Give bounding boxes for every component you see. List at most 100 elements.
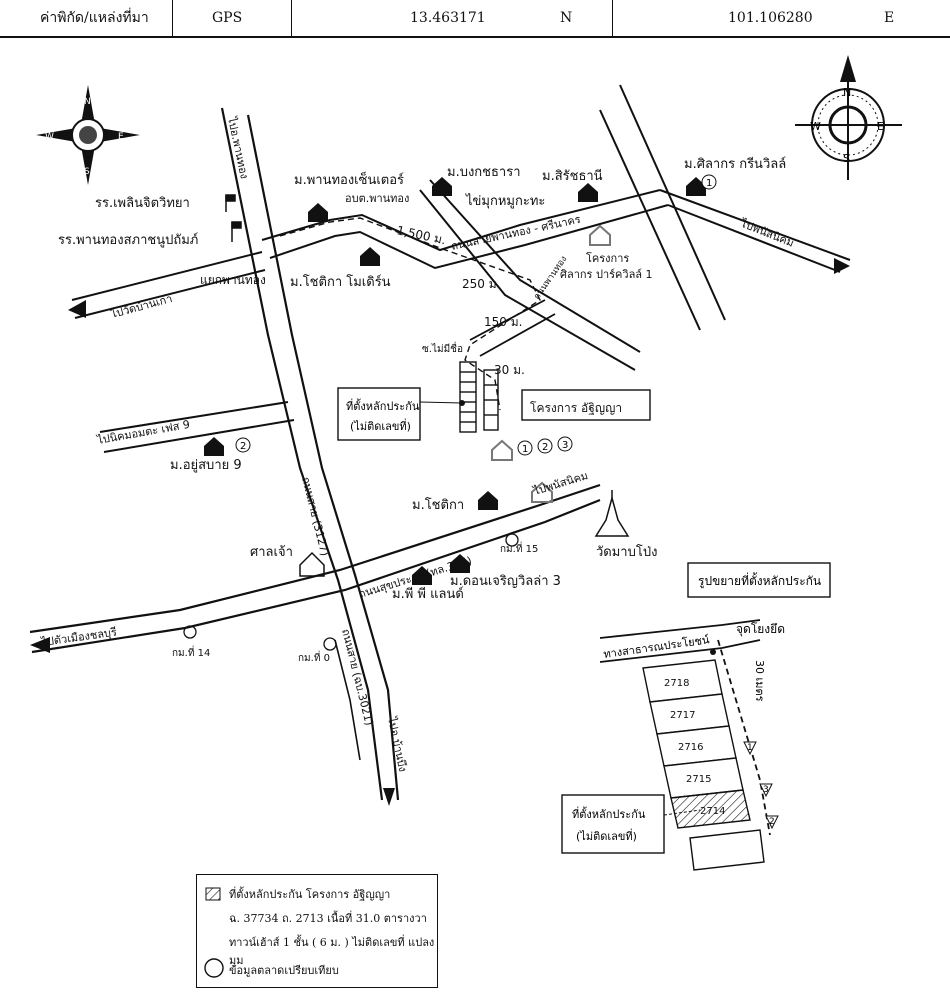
svg-text:2717: 2717 [670,710,695,721]
label-km0: กม.ที่ 0 [298,650,330,664]
road-to-phanatnikhom [599,84,726,331]
direction-arrows [30,258,850,806]
label-yusabai: ม.อยู่สบาย 9 [170,458,242,473]
label-soi: ซ.ไม่มีชื่อ [422,341,463,355]
svg-text:3: 3 [562,440,568,451]
road-panthong-srinakorn [261,189,851,273]
label-obt: อบต.พานทอง [345,192,409,205]
svg-text:2718: 2718 [664,678,689,689]
inset-markers: 1 3 2 [743,741,779,830]
svg-text:2714: 2714 [700,806,725,817]
road-diagonal-center [419,179,641,371]
svg-text:(ไม่ติดเลขที่): (ไม่ติดเลขที่) [350,418,411,433]
svg-text:2: 2 [240,441,246,452]
legend-line2: ฉ. 37734 ถ. 2713 เนื้อที่ 31.0 ตารางวา [229,912,427,925]
label-tie-point: จุดโยงยึด [736,622,785,637]
temple-icon [594,490,630,537]
distance-150: 150 ม. [484,315,522,329]
svg-text:2: 2 [769,817,775,827]
label-shrine: ศาลเจ้า [250,545,293,560]
label-ppland: ม.พี พี แลนด์ [392,586,464,602]
coord-label: ค่าพิกัด/แหล่งที่มา [40,10,149,26]
svg-text:2: 2 [542,442,548,453]
label-to-phanatnikhom: ไปพนัสนิคม [738,216,796,249]
label-school1: รร.เพลินจิตวิทยา [95,196,190,211]
label-project-silakorn2: ศิลากร ปาร์ควิลล์ 1 [560,268,653,281]
label-silakorn: ม.ศิลากร กรีนวิลล์ [684,156,786,172]
svg-text:(ไม่ติดเลขที่): (ไม่ติดเลขที่) [576,828,637,843]
legend-line1: ที่ตั้งหลักประกัน โครงการ อัฐิญญา [229,888,391,901]
svg-text:รูปขยายที่ตั้งหลักประกัน: รูปขยายที่ตั้งหลักประกัน [698,572,821,589]
inset-collateral-callout: ที่ตั้งหลักประกัน (ไม่ติดเลขที่) [561,794,701,854]
road-3021 [334,639,361,761]
svg-text:1: 1 [522,444,528,455]
route-path [279,217,541,411]
road-sukprayoon [29,483,601,654]
label-30m: 30 เมตร [753,660,766,702]
km-post-icons [183,533,519,651]
label-panthong-center: ม.พานทองเซ็นเตอร์ [294,170,404,188]
project-callout [521,389,651,421]
label-chotika: ม.โชติกา [412,497,464,513]
svg-text:E: E [118,132,124,142]
label-donjaroen: ม.ดอนเจริญวิลล่า 3 [450,574,561,589]
project-townhouse-block [459,361,499,433]
coord-source: GPS [212,10,243,26]
road-to-bankao [71,251,266,319]
label-pearl: ไข่มุกหมูกะทะ [465,193,545,209]
label-bongkot: ม.บงกชธารา [447,165,521,180]
road-3127 [220,107,400,801]
label-junction: แยกพานทอง [200,273,266,287]
svg-text:W: W [45,132,54,142]
svg-text:N: N [843,86,851,99]
tie-point-dot [710,649,716,655]
svg-text:1: 1 [706,178,712,189]
label-school2: รร.พานทองสภาชนูปถัมภ์ [58,232,198,248]
road-soi [469,299,556,357]
house-icons [204,177,706,585]
label-to-banbueng: ไปอ.บ้านบึง [385,715,409,773]
label-temple: วัดมาบโป่ง [596,544,657,560]
label-km14: กม.ที่ 14 [172,645,210,659]
divider [612,0,613,36]
label-km15: กม.ที่ 15 [500,541,538,555]
svg-text:3: 3 [763,785,769,795]
enlarge-callout: รูปขยายที่ตั้งหลักประกัน [687,562,831,598]
label-to-phanatnikhom2: ไปพนัสนิคม [531,469,589,498]
divider [172,0,173,36]
legend-line3: ทาวน์เฮ้าส์ 1 ชั้น ( 6 ม. ) ไม่ติดเลขที่… [229,936,435,967]
label-project-silakorn: โครงการ [586,251,629,265]
label-to-nikhom: ไปนิคมอมตะ เฟส 9 [95,418,191,447]
distance-30: 30 ม. [494,363,525,377]
hatch-swatch-icon [205,887,221,901]
svg-text:S: S [84,167,90,177]
school-flag-icons [225,194,242,242]
compass-rose-right: N S W E [795,55,902,180]
svg-text:ที่ตั้งหลักประกัน: ที่ตั้งหลักประกัน [572,806,646,821]
distance-1500: 1,500 ม. [395,223,447,247]
svg-text:N: N [84,97,91,107]
svg-text:S: S [843,152,850,165]
distance-250: 250 ม. [462,277,500,291]
legend: ที่ตั้งหลักประกัน โครงการ อัฐิญญา ฉ. 377… [196,874,438,988]
gps-header: ค่าพิกัด/แหล่งที่มา GPS 13.463171 N 101.… [0,0,950,38]
longitude-dir: E [884,10,895,26]
collateral-callout: ที่ตั้งหลักประกัน (ไม่ติดเลขที่) [337,387,421,441]
comparable-project-icons [491,224,611,503]
plot-blocks: 2718 2717 2716 2715 2714 [642,659,765,871]
divider [291,0,292,36]
circle-marker-icon [204,958,224,978]
legend-line4: ข้อมูลตลาดเปรียบเทียบ [229,964,339,977]
svg-text:E: E [877,120,884,133]
label-to-bankao: ไปวัดบ้านเก่า [108,292,173,321]
svg-text:W: W [810,120,821,133]
svg-text:2716: 2716 [678,742,703,753]
longitude-value: 101.106280 [728,10,813,26]
svg-text:ที่ตั้งหลักประกัน: ที่ตั้งหลักประกัน [346,398,420,413]
comparable-markers: 1 2 1 2 3 [235,174,717,456]
compass-rose-left: N S W E [36,85,140,185]
label-panthong: ไปอ.พานทอง [225,115,251,180]
latitude-dir: N [560,10,573,26]
label-chotika-modern: ม.โชติกา โมเดิร์น [290,274,391,290]
